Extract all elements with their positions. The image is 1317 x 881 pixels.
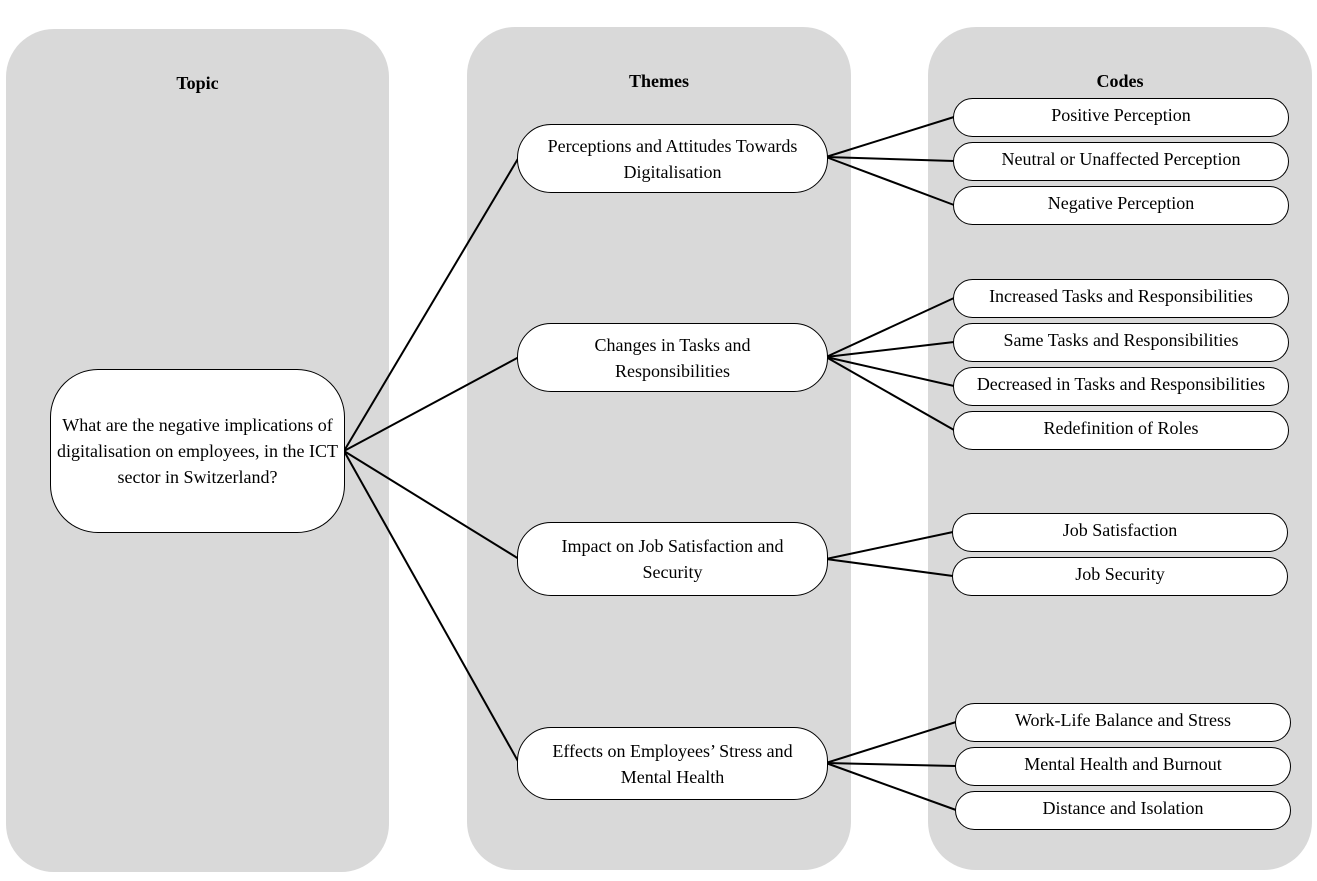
topic-column-title: Topic	[176, 73, 219, 93]
code-label: Work-Life Balance and Stress	[1015, 710, 1231, 730]
code-label: Increased Tasks and Responsibilities	[989, 286, 1253, 306]
code-node: Distance and Isolation	[955, 791, 1291, 830]
code-label: Distance and Isolation	[1042, 798, 1204, 818]
code-label: Mental Health and Burnout	[1024, 754, 1222, 774]
theme-label: Perceptions and Attitudes Towards Digita…	[547, 135, 798, 182]
theme-node-4: Effects on Employees’ Stress and Mental …	[517, 727, 828, 800]
code-node: Neutral or Unaffected Perception	[953, 142, 1289, 181]
topic-question: What are the negative implications of di…	[57, 415, 338, 487]
code-label: Job Security	[1075, 564, 1165, 584]
code-node: Negative Perception	[953, 186, 1289, 225]
code-label: Redefinition of Roles	[1043, 418, 1199, 438]
theme-node-1: Perceptions and Attitudes Towards Digita…	[517, 124, 828, 193]
code-node: Positive Perception	[953, 98, 1289, 137]
code-node: Job Security	[952, 557, 1288, 596]
topic-node: What are the negative implications of di…	[50, 369, 345, 533]
theme-label: Changes in Tasks and Responsibilities	[594, 334, 751, 381]
theme-node-3: Impact on Job Satisfaction and Security	[517, 522, 828, 596]
code-label: Job Satisfaction	[1062, 520, 1178, 540]
code-label: Same Tasks and Responsibilities	[1003, 330, 1239, 350]
code-node: Mental Health and Burnout	[955, 747, 1291, 786]
theme-node-2: Changes in Tasks and Responsibilities	[517, 323, 828, 392]
code-node: Redefinition of Roles	[953, 411, 1289, 450]
code-label: Positive Perception	[1051, 105, 1191, 125]
theme-label: Impact on Job Satisfaction and Security	[561, 536, 784, 582]
code-node: Decreased in Tasks and Responsibilities	[953, 367, 1289, 406]
code-node: Increased Tasks and Responsibilities	[953, 279, 1289, 318]
code-label: Decreased in Tasks and Responsibilities	[976, 374, 1266, 394]
code-node: Work-Life Balance and Stress	[955, 703, 1291, 742]
code-label: Negative Perception	[1047, 193, 1195, 213]
code-label: Neutral or Unaffected Perception	[1001, 149, 1241, 169]
themes-column-title: Themes	[629, 71, 689, 91]
code-node: Same Tasks and Responsibilities	[953, 323, 1289, 362]
theme-label: Effects on Employees’ Stress and Mental …	[552, 740, 793, 787]
codes-column-title: Codes	[1096, 71, 1144, 91]
code-node: Job Satisfaction	[952, 513, 1288, 552]
